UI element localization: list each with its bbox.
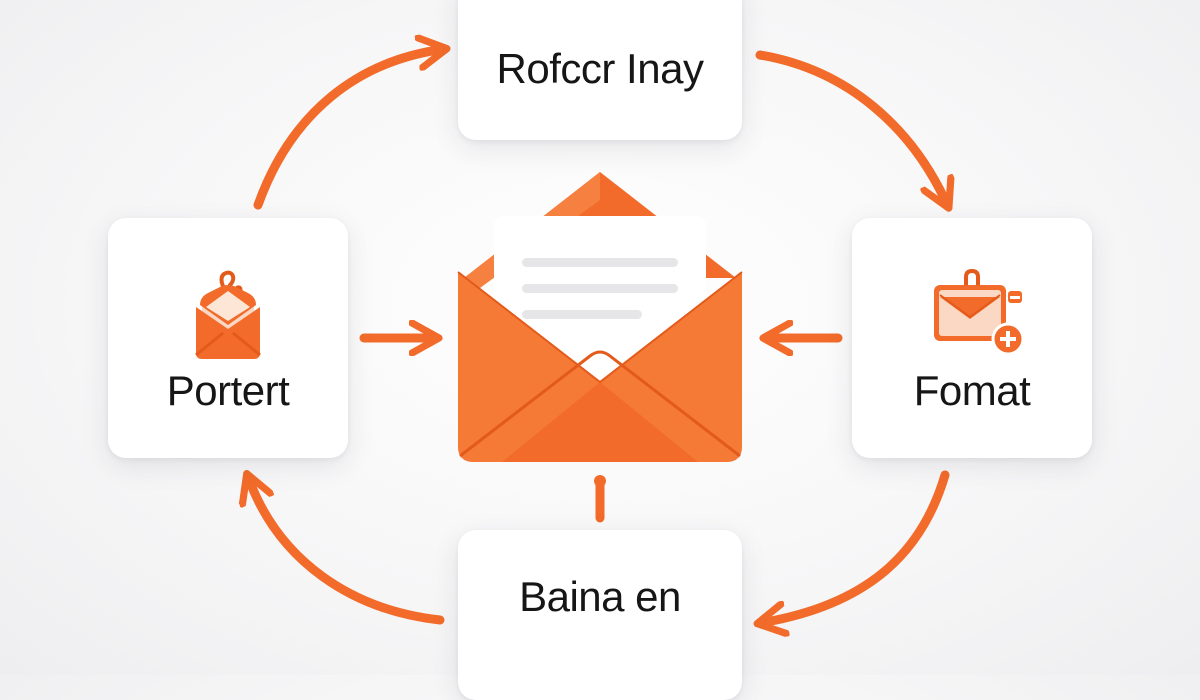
node-bottom-label: Baina en	[519, 573, 681, 620]
node-bottom: Baina en	[458, 530, 742, 700]
node-right: Fomat	[852, 218, 1092, 458]
envelope-add-icon	[934, 268, 1025, 356]
arrow-bottom-to-left	[250, 482, 445, 625]
node-top-label: Rofccr Inay	[496, 45, 704, 92]
arrow-bottom-dot	[594, 475, 606, 487]
envelope-icon	[195, 270, 261, 359]
node-left: Portert	[108, 218, 348, 458]
cycle-arrows	[0, 0, 1200, 675]
node-left-label: Portert	[166, 367, 290, 414]
node-right-label: Fomat	[913, 367, 1031, 414]
open-envelope-icon	[457, 172, 743, 462]
arrow-left-to-top	[253, 50, 438, 210]
arrow-right-to-bottom	[766, 470, 950, 622]
arrow-top-to-right	[755, 50, 945, 200]
node-top: Rofccr Inay	[458, 0, 742, 140]
